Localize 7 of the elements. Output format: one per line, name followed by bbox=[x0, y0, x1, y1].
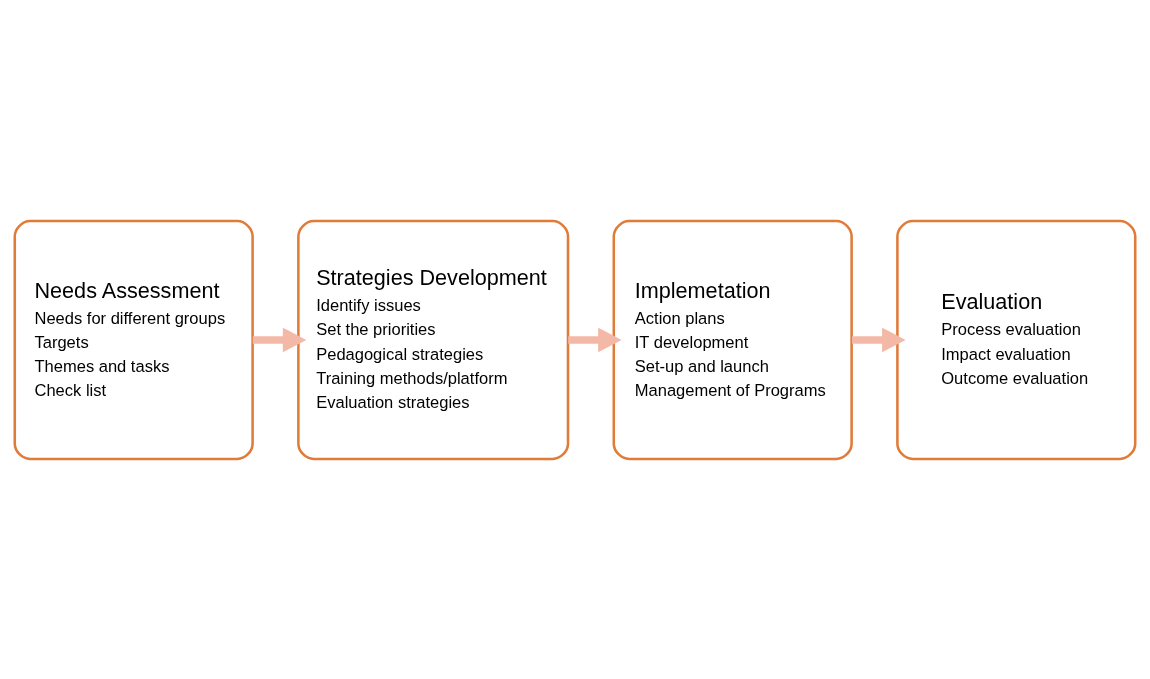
node-box: Strategies Development Identify issues Set the priorities Pedagogical strategies Training methods/platform Evaluation strategies bbox=[297, 219, 570, 460]
node-box: Needs Assessment Needs for different groups Targets Themes and tasks Check list bbox=[13, 219, 254, 460]
node-box: Evaluation Process evaluation Impact evaluation Outcome evaluation bbox=[896, 219, 1137, 460]
arrow bbox=[568, 327, 622, 352]
node-box: Implemetation Action plans IT development Set-up and launch Management of Programs bbox=[612, 219, 853, 460]
arrow bbox=[851, 327, 906, 352]
arrow bbox=[252, 327, 307, 352]
